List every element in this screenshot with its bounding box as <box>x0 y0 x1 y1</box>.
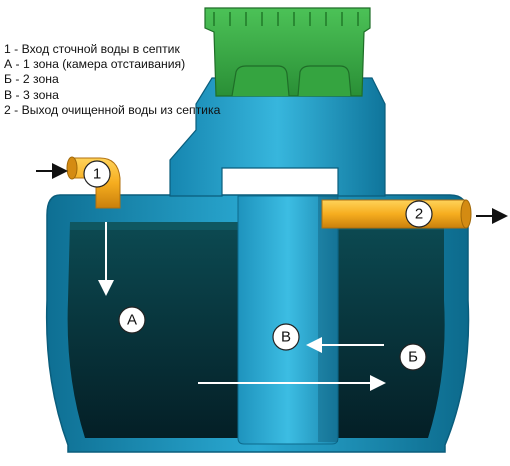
lid-ribs <box>213 12 359 26</box>
lid-handle-right <box>297 65 352 97</box>
outlet-pipe <box>321 199 472 229</box>
legend-line-zone-b: Б - 2 зона <box>4 72 59 87</box>
svg-text:В: В <box>281 329 291 346</box>
partition-shadow <box>318 196 338 442</box>
legend-line-zone-v: В - 3 зона <box>4 87 59 102</box>
tank-neck <box>169 77 386 197</box>
svg-text:Б: Б <box>408 349 418 366</box>
marker-zone-a: А <box>118 306 146 334</box>
marker-outlet: 2 <box>405 200 433 228</box>
svg-text:2: 2 <box>415 206 423 223</box>
marker-zone-b: Б <box>399 343 427 371</box>
legend-line-zone-a: А - 1 зона (камера отстаивания) <box>4 57 186 72</box>
legend-line-outlet: 2 - Выход очищенной воды из септика <box>4 102 221 117</box>
lid-handle-left <box>231 65 290 97</box>
marker-zone-v: В <box>272 323 300 351</box>
svg-text:1: 1 <box>93 166 101 183</box>
legend-line-inlet: 1 - Вход сточной воды в септик <box>4 42 180 56</box>
marker-inlet: 1 <box>83 160 111 188</box>
legend: 1 - Вход сточной воды в септик А - 1 зон… <box>4 42 224 118</box>
svg-text:А: А <box>127 312 137 329</box>
